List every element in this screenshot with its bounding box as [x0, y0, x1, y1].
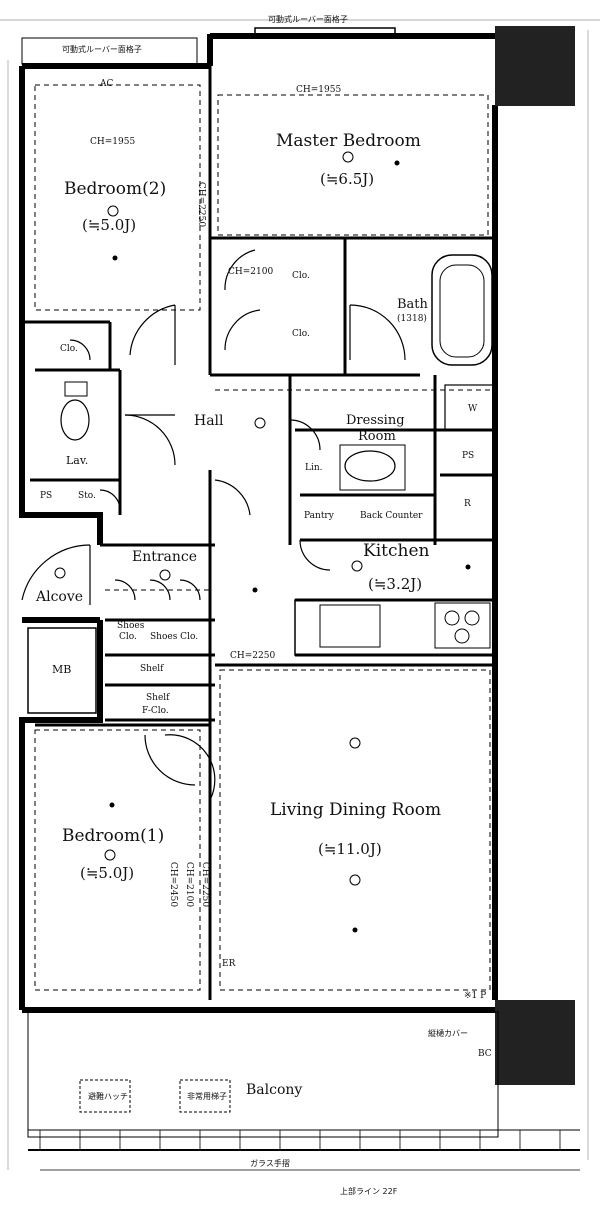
- w-label: W: [468, 404, 478, 414]
- shelf2-label: Shelf: [146, 693, 170, 703]
- shelf1-label: Shelf: [140, 664, 164, 674]
- master-clo-ch: CH=2100: [228, 267, 274, 277]
- fclo-label: F-Clo.: [142, 706, 169, 716]
- lav-label: Lav.: [66, 454, 89, 467]
- clo-left-label: Clo.: [60, 344, 78, 354]
- emergency-ladder-note: 非常用梯子: [187, 1092, 227, 1101]
- bedroom2-side-ch: CH=2250: [196, 181, 207, 228]
- mb-label: MB: [52, 663, 72, 676]
- clo-master1-label: Clo.: [292, 271, 310, 281]
- bedroom2-label: Bedroom(2): [64, 179, 167, 199]
- bedroom2-ch: CH=1955: [90, 137, 136, 147]
- bathtub: [431, 254, 493, 366]
- dressing-label: Dressing: [346, 413, 405, 428]
- bedroom1-ch-2: CH=2100: [184, 861, 195, 908]
- bedroom1-ch-3: CH=2250: [200, 861, 211, 908]
- upper-line-note: 上部ライン 22F: [340, 1187, 398, 1196]
- top-louver-note: 可動式ルーバー面格子: [268, 15, 348, 24]
- bath-label: Bath: [397, 297, 428, 312]
- living-dining-label: Living Dining Room: [270, 800, 442, 820]
- kitchen-ch: CH=2250: [230, 651, 276, 661]
- shoes-clo-label: Shoes: [117, 621, 145, 631]
- clo-master2-label: Clo.: [292, 329, 310, 339]
- er-label: ER: [222, 959, 236, 969]
- r-label: R: [464, 499, 471, 509]
- toilet: [60, 399, 90, 441]
- wash-basin: [344, 450, 396, 482]
- mb-box: [27, 627, 97, 714]
- dressing-label-2: Room: [358, 429, 396, 444]
- bc-label: BC: [478, 1049, 492, 1059]
- bath-size: (1318): [397, 314, 427, 324]
- washer: [444, 384, 496, 431]
- drain-cover-note: 縦樋カバー: [428, 1029, 468, 1038]
- top-left-louver-note: 可動式ルーバー面格子: [62, 45, 142, 54]
- kitchen-label: Kitchen: [363, 541, 430, 561]
- sto-label: Sto.: [78, 491, 96, 501]
- alcove-label: Alcove: [36, 589, 84, 605]
- master-bedroom-label: Master Bedroom: [276, 131, 421, 151]
- ps-left-label: PS: [40, 491, 53, 501]
- hall-label: Hall: [194, 413, 224, 429]
- balcony-outline: [27, 1011, 499, 1138]
- lin-label: Lin.: [305, 463, 323, 473]
- master-bedroom-area: (≒6.5J): [320, 170, 375, 188]
- kitchen-counter: [294, 599, 496, 656]
- ac-label: AC: [100, 79, 114, 89]
- entrance-label: Entrance: [132, 549, 198, 565]
- pillar-bottom-right: [495, 1000, 575, 1085]
- shoes-clo2-label: Shoes Clo.: [150, 632, 199, 642]
- balcony-label: Balcony: [246, 1082, 303, 1098]
- kaiso-label: ※1 P: [464, 991, 487, 1001]
- glass-railing-note: ガラス手摺: [250, 1159, 290, 1168]
- bedroom1-ch-1: CH=2450: [168, 861, 179, 908]
- bedroom2-area: (≒5.0J): [82, 216, 137, 234]
- living-dining-area: (≒11.0J): [318, 840, 382, 858]
- bedroom1-label: Bedroom(1): [62, 826, 165, 846]
- shoes-clo-label-2: Clo.: [119, 632, 137, 642]
- back-counter-label: Back Counter: [360, 511, 423, 521]
- evac-hatch-note: 避難ハッチ: [88, 1092, 128, 1101]
- master-bedroom-ch: CH=1955: [296, 85, 342, 95]
- ps-right-label: PS: [462, 451, 475, 461]
- kitchen-area: (≒3.2J): [368, 575, 423, 593]
- pantry-label: Pantry: [304, 511, 334, 521]
- pillar-top-right: [495, 26, 575, 106]
- bedroom1-area: (≒5.0J): [80, 864, 135, 882]
